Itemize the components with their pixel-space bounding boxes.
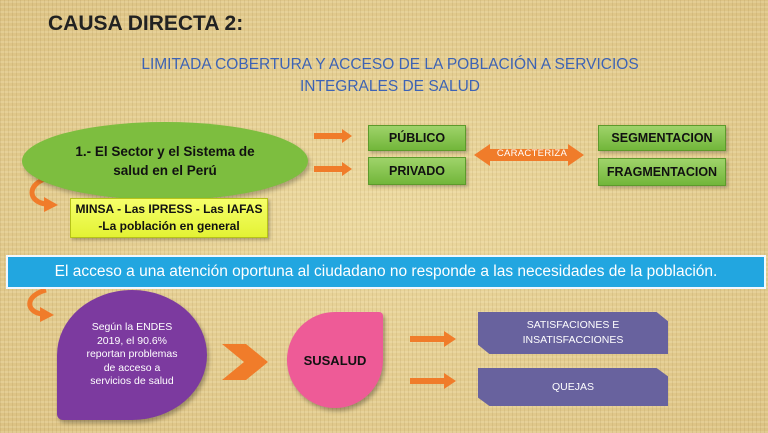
publico-box: PÚBLICO xyxy=(368,125,466,151)
susalud-shape: SUSALUD xyxy=(287,312,383,408)
subtitle: LIMITADA COBERTURA Y ACCESO DE LA POBLAC… xyxy=(100,54,680,98)
segmentacion-box: SEGMENTACION xyxy=(598,125,726,151)
endes-text: Según la ENDES 2019, el 90.6% reportan p… xyxy=(86,321,178,388)
quejas-box: QUEJAS xyxy=(478,368,668,406)
caracteriza-double-arrow xyxy=(474,144,584,166)
subtitle-line-2: INTEGRALES DE SALUD xyxy=(299,78,481,95)
privado-box: PRIVADO xyxy=(368,157,466,185)
sector-label: 1.- El Sector y el Sistema de salud en e… xyxy=(75,144,255,178)
curved-arrow-endes-head xyxy=(40,307,54,322)
arrow-to-publico xyxy=(314,129,352,143)
caracteriza-label: CARACTERIZA xyxy=(496,148,568,159)
fragmentacion-box: FRAGMENTACION xyxy=(598,158,726,186)
subtitle-line-1: LIMITADA COBERTURA Y ACCESO DE LA POBLAC… xyxy=(141,56,639,73)
page-title: CAUSA DIRECTA 2: xyxy=(48,12,244,35)
sector-ellipse: 1.- El Sector y el Sistema de salud en e… xyxy=(22,122,308,200)
satisfacciones-box: SATISFACIONES E INSATISFACCIONES xyxy=(478,312,668,354)
arrow-to-satisfacciones xyxy=(410,331,456,347)
minsa-line-2: -La población en general xyxy=(98,219,240,233)
curved-arrow-endes xyxy=(27,287,47,317)
curved-arrow-minsa-head xyxy=(44,197,58,212)
chevron-to-susalud xyxy=(222,344,268,380)
minsa-box: MINSA - Las IPRESS - Las IAFAS -La pobla… xyxy=(70,198,268,238)
endes-shape: Según la ENDES 2019, el 90.6% reportan p… xyxy=(57,290,207,420)
arrow-to-privado xyxy=(314,162,352,176)
access-banner: El acceso a una atención oportuna al ciu… xyxy=(6,255,766,289)
arrow-to-quejas xyxy=(410,373,456,389)
minsa-line-1: MINSA - Las IPRESS - Las IAFAS xyxy=(75,202,263,216)
